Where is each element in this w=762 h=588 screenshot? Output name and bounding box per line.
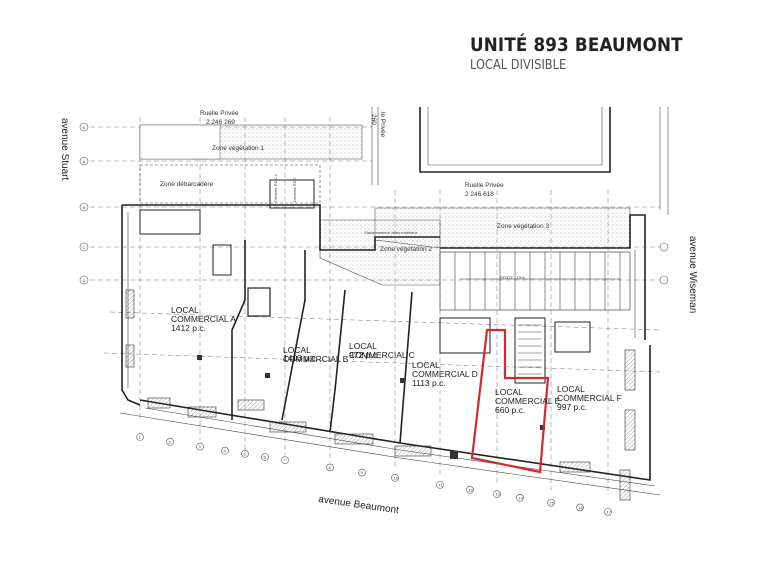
- grid-column-label: 16: [579, 505, 584, 510]
- grid-column-bubble: [604, 508, 612, 516]
- street-ruelle-top: Ruelle Privée: [200, 110, 239, 117]
- street-ruelle-right-lot: 2 246 618: [465, 191, 494, 198]
- grid-row-d: D: [83, 278, 86, 283]
- page-subtitle: LOCAL DIVISIBLE: [470, 58, 567, 73]
- ramp: [439, 251, 631, 311]
- unit-e-highlight[interactable]: [470, 328, 550, 474]
- unit-e-area: 660 p.c.: [495, 405, 525, 415]
- street-ruelle-right: Ruelle Privée: [465, 182, 504, 189]
- grid-column-label: 15: [550, 500, 555, 505]
- grid-column-label: 5: [244, 451, 247, 456]
- grid-column-bubble: [466, 485, 474, 494]
- street-ruelle-top-lot: 2 246 269: [206, 119, 235, 126]
- street-ruelle-vertical: le Privée: [379, 112, 386, 138]
- grid-row-k: K: [83, 125, 86, 130]
- grid-column-label: 14: [519, 495, 524, 500]
- unit-f-area: 997 p.c.: [557, 402, 587, 412]
- interior-partitions: [139, 179, 591, 444]
- columns: [125, 289, 636, 501]
- grid-column-label: 3: [199, 444, 202, 449]
- grid-row-markers: K A B C D: [79, 122, 669, 285]
- grid-row-c: C: [83, 245, 86, 250]
- unit-d-area: 1113 p.c.: [412, 378, 446, 388]
- grid-column-label: 13: [496, 492, 501, 497]
- street-beaumont: avenue Beaumont: [318, 494, 400, 516]
- grid-column-label: 11: [439, 483, 444, 488]
- zone-dechets-1: Déchets RDC-1: [273, 173, 278, 202]
- zone-vegetation-2: Zone végétation 2: [380, 246, 432, 253]
- grid-row-a: A: [83, 159, 86, 164]
- grid-column-label: 8: [329, 465, 332, 470]
- grid-column-label: 10: [394, 475, 399, 480]
- grid-column-label: 12: [469, 487, 474, 492]
- street-wiseman: avenue Wiseman: [687, 236, 698, 313]
- grid-column-label: 6: [264, 455, 267, 460]
- adjacent-building: [371, 107, 669, 215]
- ramp-slope: PENTE : 15%: [500, 275, 525, 280]
- street-ruelle-vertical-lot: 260: [370, 114, 377, 125]
- grid-column-label: 1: [139, 435, 142, 440]
- grid-column-bubble: [241, 449, 249, 458]
- grid-column-bubble: [391, 473, 399, 482]
- grid-column-bubble: [436, 481, 444, 489]
- grid-column-label: 17: [607, 509, 612, 514]
- grid-column-bubble: [221, 446, 229, 455]
- grid-column-bubble: [166, 437, 174, 446]
- zone-stationnement: Stationnement vélos extérieur: [364, 230, 418, 235]
- unit-a-area: 1412 p.c.: [171, 323, 206, 333]
- page-title: UNITÉ 893 BEAUMONT: [470, 34, 683, 56]
- grid-column-label: 4: [224, 448, 227, 453]
- unit-c-area: 972 p.c.: [349, 350, 379, 360]
- street-stuart: avenue Stuart: [59, 118, 70, 180]
- zone-vegetation-1: Zone végétation 1: [212, 145, 264, 152]
- grid-column-bubble: [261, 453, 269, 461]
- zone-vegetation-3: Zone végétation 3: [497, 223, 549, 230]
- building-outline: [119, 204, 661, 496]
- grid-column-bubble: [493, 490, 501, 498]
- grid-column-bubble: [516, 493, 524, 502]
- grid-column-bubble: [358, 468, 366, 477]
- unit-b-area: 1403 p.c.: [283, 353, 318, 363]
- grid-column-label: 2: [169, 439, 172, 444]
- grid-column-bubble: [281, 456, 289, 465]
- grid-column-label: 7: [284, 458, 287, 463]
- loading-zone-area: [139, 164, 321, 204]
- grid-column-bubble: [576, 503, 584, 512]
- grid-column-bubble: [136, 433, 144, 441]
- grid-column-bubble: [326, 463, 334, 472]
- grid-column-bubble: [196, 442, 204, 451]
- grid-row-b: B: [83, 205, 86, 210]
- grid-column-label: 9: [361, 470, 364, 475]
- grid-column-bubble: [547, 498, 555, 507]
- grid-lines: [90, 117, 661, 495]
- zone-debarcadere: Zone débarcadère: [160, 181, 214, 188]
- zone-dechets-2: Déchets RDC: [292, 177, 297, 202]
